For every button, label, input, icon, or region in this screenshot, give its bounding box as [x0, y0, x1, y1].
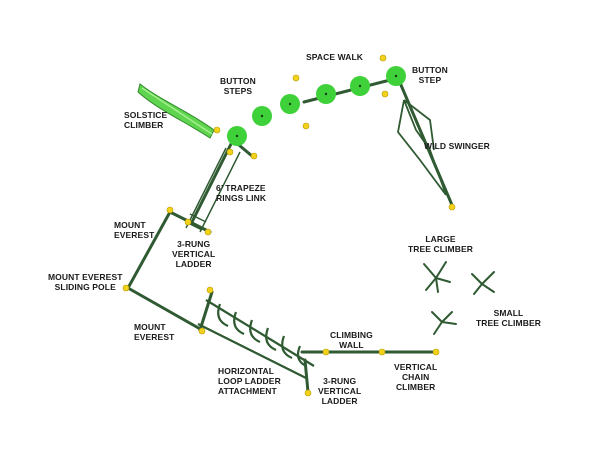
wild-swinger — [397, 99, 447, 196]
loop-ladder-rail-top — [205, 299, 315, 367]
horizontal-loop-ladder — [197, 299, 315, 379]
trapeze-rails — [185, 147, 241, 233]
wild-swinger-chains — [397, 99, 447, 196]
beam-left-upper — [126, 210, 172, 290]
loop-ladder-loops — [217, 303, 307, 367]
ladder-post-top — [198, 290, 214, 332]
label-3-rung-vertical-ladder-bottom: 3-RUNG VERTICAL LADDER — [318, 376, 362, 406]
yellow-caps — [122, 54, 456, 397]
trapeze-rings-beam — [190, 138, 235, 224]
label-wild-swinger: WILD SWINGER — [424, 141, 490, 151]
small-tree-climber-2-icon — [431, 311, 457, 335]
solstice-climber-highlight — [141, 87, 213, 135]
beam-left-lower — [126, 286, 204, 332]
trapeze-rail-b — [199, 151, 241, 233]
label-horizontal-loop-ladder: HORIZONTAL LOOP LADDER ATTACHMENT — [218, 366, 281, 396]
solstice-climber — [137, 83, 215, 139]
loop-ladder-rail-bottom — [197, 323, 307, 379]
label-vertical-chain-climber: VERTICAL CHAIN CLIMBER — [394, 362, 438, 392]
green-discs — [227, 66, 406, 146]
large-tree-climber-icon — [423, 261, 451, 293]
label-3-rung-vertical-ladder-top: 3-RUNG VERTICAL LADDER — [172, 239, 216, 269]
small-tree-climber-icon — [471, 271, 495, 295]
label-space-walk: SPACE WALK — [306, 52, 364, 62]
tree-climbers — [423, 261, 495, 335]
frame-beams — [126, 76, 454, 394]
trapeze-rung-1 — [189, 213, 207, 223]
